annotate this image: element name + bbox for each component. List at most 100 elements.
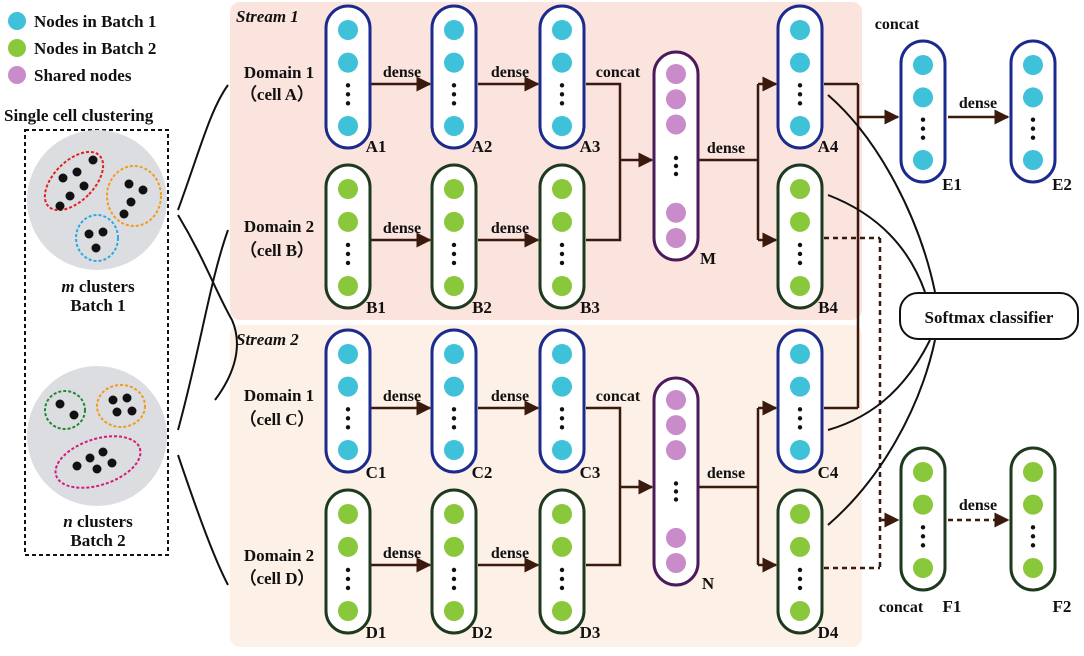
ellipsis-dot [345,242,351,248]
layer-m: M [652,50,716,268]
s1-domain1-line2: （cell A） [240,84,314,104]
layer-e2-frame [1009,39,1057,184]
node [444,344,464,364]
ellipsis-dot [451,576,457,582]
node [552,504,572,524]
ellipsis-dot [920,135,926,140]
ellipsis-dot [797,425,803,430]
edge-concat-c3: concat [596,388,641,405]
layer-a1: A1 [324,4,386,156]
layer-a4-label: A4 [818,137,839,156]
node [666,527,686,548]
node [666,390,686,410]
ellipsis-dot [797,251,803,257]
ellipsis-dot [451,260,457,266]
stream2-title: Stream 2 [236,330,299,349]
edge-dense-a12: dense [383,64,421,81]
batch2-cluster-count: n clusters [63,512,133,531]
domain-labels: Domain 1 （cell A） Domain 2 （cell B） Doma… [239,63,314,588]
layer-c3: C3 [538,328,601,482]
ellipsis-dot [451,585,457,591]
ellipsis-dot [1030,117,1036,122]
ellipsis-dot [920,117,926,122]
layer-a3-label: A3 [580,137,601,156]
edge-concat-a3: concat [596,64,641,81]
ellipsis-dot [451,567,457,573]
node [444,276,464,296]
ellipsis-dot [559,101,565,106]
edge-dense-n: dense [707,465,745,482]
node [1023,150,1043,170]
edge-concat-f: concat [879,599,924,616]
node [790,376,810,397]
legend-batch1-label: Nodes in Batch 1 [34,12,156,31]
node [666,415,686,436]
layer-c4-frame [776,328,824,474]
node [338,20,358,40]
layer-e2-label: E2 [1052,175,1072,194]
node [913,558,933,578]
node [444,440,464,460]
batch1-label: Batch 1 [70,296,125,315]
node [790,52,810,73]
node [552,116,572,136]
legend-batch2-label: Nodes in Batch 2 [34,39,156,58]
ellipsis-dot [673,163,679,169]
ellipsis-dot [559,567,565,573]
legend-batch1-swatch [8,12,26,30]
layer-d1-label: D1 [366,623,387,642]
ellipsis-dot [559,416,565,421]
node [444,20,464,40]
ellipsis-dot [451,83,457,88]
clustering-panel: Single cell clustering m clusters Batch … [4,106,169,556]
layer-c3-label: C3 [580,463,601,482]
layer-f1: F1 [899,446,961,616]
layer-b2: B2 [430,163,492,317]
ellipsis-dot [345,416,351,421]
edge-dense-c12: dense [383,388,421,405]
node [913,462,933,482]
edge-dense-d23: dense [491,545,529,562]
node [790,116,810,136]
layer-a3: A3 [538,4,601,156]
node [790,601,810,621]
edge-concat-e: concat [875,16,920,33]
s2-domain2-line1: Domain 2 [244,546,314,565]
ellipsis-dot [559,407,565,412]
layer-b1-frame [324,163,372,310]
ellipsis-dot [345,567,351,573]
softmax-curves [827,94,936,526]
batch1-cluster-red [43,150,105,212]
legend-shared-swatch [8,66,26,84]
batch1-cells [55,155,148,253]
node [1023,87,1043,108]
node [338,344,358,364]
layer-d1: D1 [324,488,387,642]
s1-domain2-line2: （cell B） [240,240,314,260]
stream1-title: Stream 1 [236,7,299,26]
ellipsis-dot [559,260,565,266]
node [444,601,464,621]
layer-c1-frame [324,328,372,474]
ellipsis-dot [797,567,803,573]
edge-dense-e: dense [959,95,997,112]
cluster-to-domain-curves [177,84,238,586]
edge-dense-b23: dense [491,220,529,237]
layer-e1-label: E1 [942,175,962,194]
ellipsis-dot [559,585,565,591]
layer-c2-label: C2 [472,463,493,482]
node [338,116,358,136]
layer-m-label: M [700,249,716,268]
clustering-title: Single cell clustering [4,106,154,125]
node [552,211,572,232]
ellipsis-dot [451,101,457,106]
node [913,494,933,515]
layer-e2: E2 [1009,39,1072,194]
ellipsis-dot [797,576,803,582]
layer-b1: B1 [324,163,386,317]
layer-b2-frame [430,163,478,310]
s2-domain1-line1: Domain 1 [244,386,314,405]
s1-domain2-line1: Domain 2 [244,217,314,236]
node [1023,558,1043,578]
node [666,114,686,135]
